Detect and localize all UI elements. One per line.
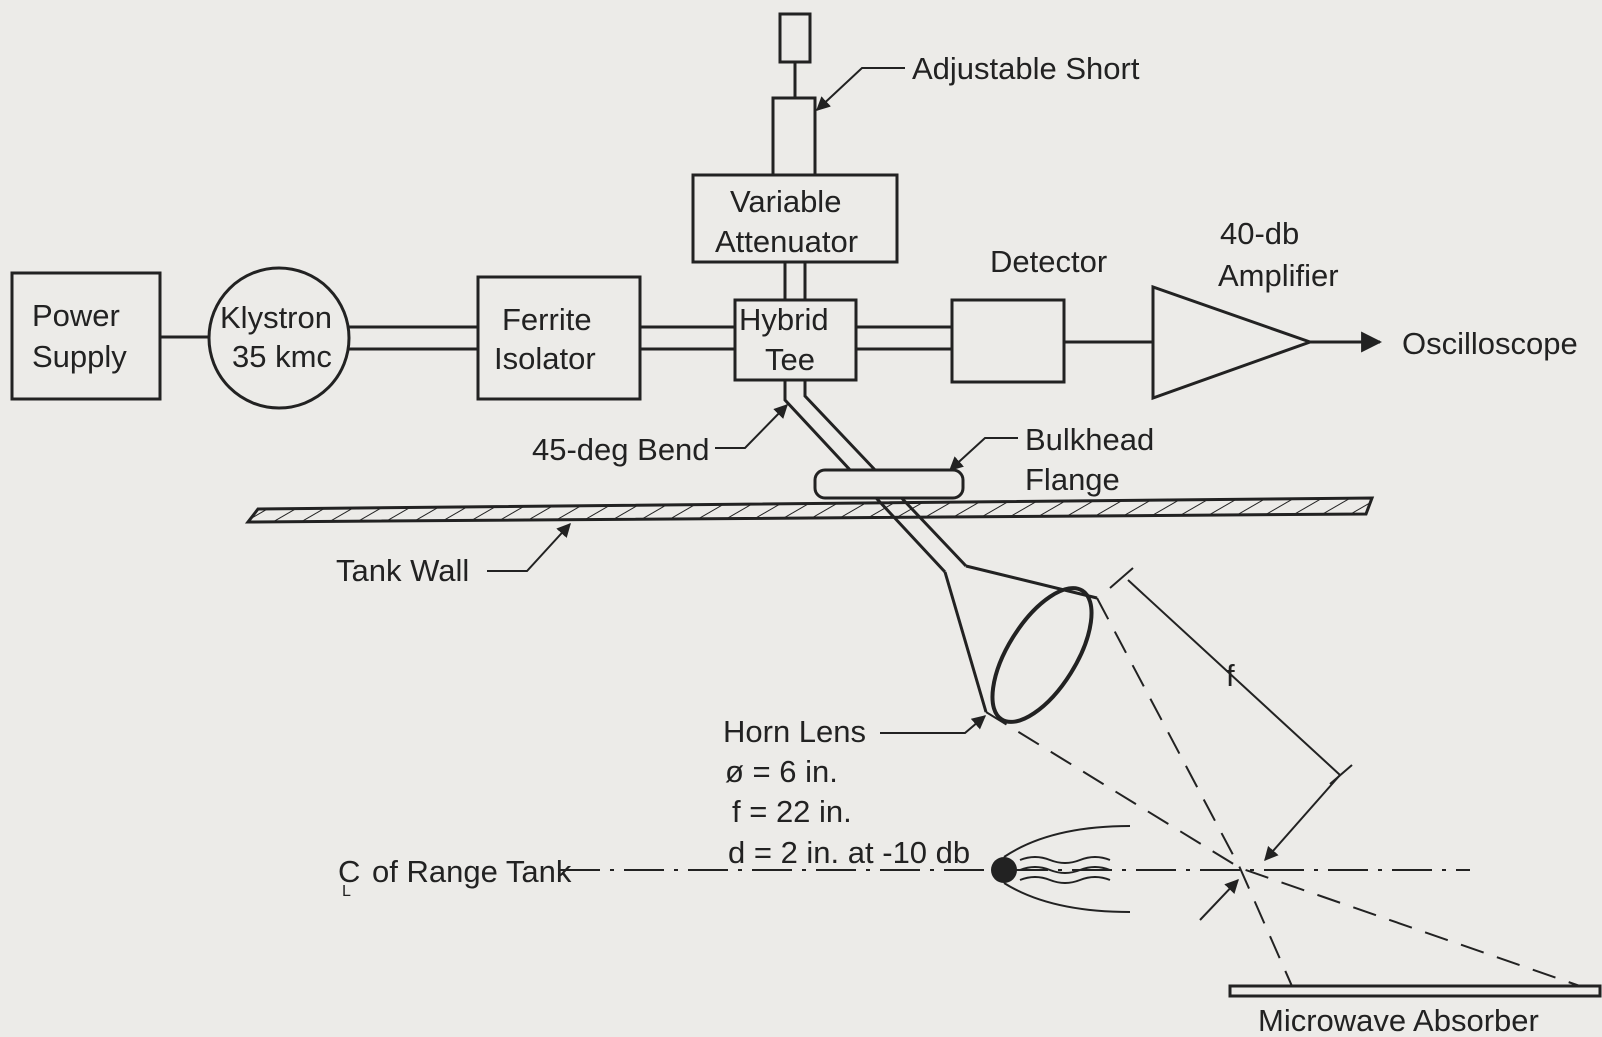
adjustable-short-tab <box>778 12 812 64</box>
hybrid-label-2: Tee <box>765 342 815 377</box>
power-supply-label-2: Supply <box>32 339 127 374</box>
microwave-absorber <box>1228 984 1602 998</box>
attenuator-label-1: Variable <box>730 184 841 219</box>
tank-wall-label: Tank Wall <box>336 553 469 588</box>
oscilloscope-label: Oscilloscope <box>1402 326 1578 361</box>
detector-box <box>950 298 1066 384</box>
spec-focal: f = 22 in. <box>732 794 852 829</box>
hybrid-label-1: Hybrid <box>739 302 829 337</box>
attenuator-label-2: Attenuator <box>715 224 858 259</box>
amplifier-label-1: 40-db <box>1220 216 1299 251</box>
klystron-circle <box>207 266 351 410</box>
horn-antenna <box>943 564 1098 724</box>
horn-lens-leader <box>880 715 987 734</box>
absorber-label: Microwave Absorber <box>1258 1003 1539 1037</box>
detector-label: Detector <box>990 244 1107 279</box>
power-supply-label-1: Power <box>32 298 120 333</box>
ferrite-label-2: Isolator <box>494 341 596 376</box>
tank-wall <box>244 496 1375 524</box>
adjustable-short-leader <box>815 67 905 111</box>
bulkhead-leader <box>948 437 1018 471</box>
centerline-subscript: L <box>342 883 351 900</box>
ferrite-label-1: Ferrite <box>502 302 592 337</box>
adjustable-short-label: Adjustable Short <box>912 51 1140 86</box>
klystron-label-2: 35 kmc <box>232 339 332 374</box>
focal-dimension <box>1109 567 1353 921</box>
ferrite-isolator-box <box>476 275 642 401</box>
bulkhead-label-2: Flange <box>1025 462 1120 497</box>
variable-attenuator-box <box>691 173 899 264</box>
beam-lines <box>985 597 1601 994</box>
spec-diameter: ø = 6 in. <box>725 754 838 789</box>
focal-dimension-label: f <box>1226 658 1235 693</box>
centerline-symbol: C <box>338 854 360 889</box>
amplifier-label-2: Amplifier <box>1218 258 1339 293</box>
spec-d: d = 2 in. at -10 db <box>728 835 970 870</box>
bend-label: 45-deg Bend <box>532 432 710 467</box>
test-model <box>991 825 1131 913</box>
waveguide-lines <box>160 62 1383 353</box>
bulkhead-flange <box>813 468 965 500</box>
bulkhead-label-1: Bulkhead <box>1025 422 1154 457</box>
bend-leader <box>715 403 788 449</box>
centerline-label: of Range Tank <box>372 854 572 889</box>
power-supply-box <box>10 271 162 401</box>
horn-lens-label: Horn Lens <box>723 714 866 749</box>
hybrid-tee-box <box>733 298 858 382</box>
tank-wall-leader <box>487 522 571 572</box>
amplifier-triangle <box>1151 284 1315 401</box>
klystron-label-1: Klystron <box>220 300 332 335</box>
